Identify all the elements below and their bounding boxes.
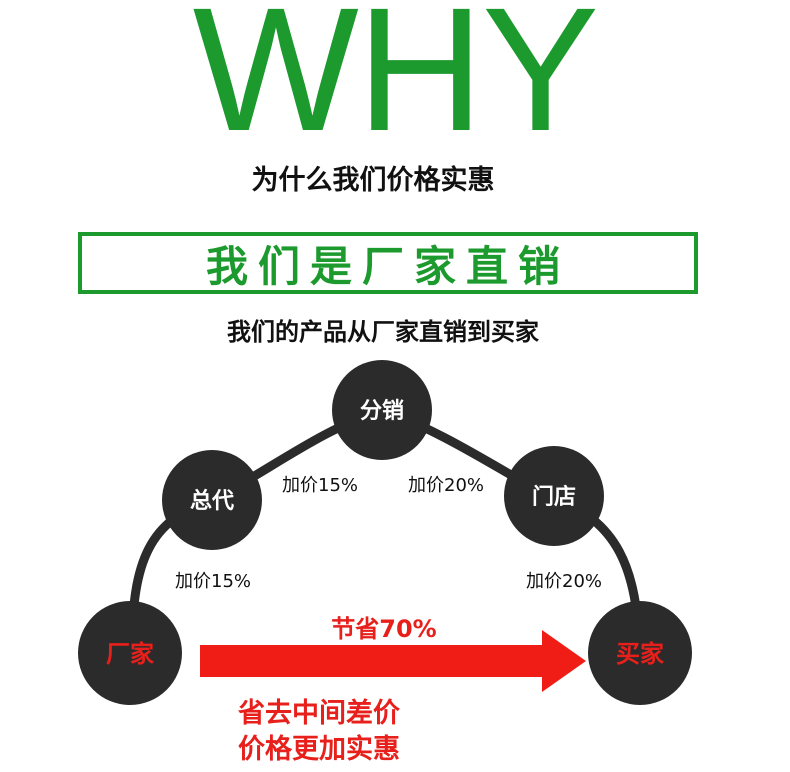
svg-text:总代: 总代 [190,488,234,514]
markup-distribution-store: 加价20% [408,475,484,496]
svg-text:分销: 分销 [360,399,404,424]
markup-factory-agent: 加价15% [175,571,251,592]
node-distribution: 分销 [332,360,432,460]
node-store: 门店 [504,446,604,546]
node-agent: 总代 [162,450,262,550]
banner-text: 我们是厂家直销 [205,241,570,291]
markup-agent-distribution: 加价15% [282,475,358,496]
svg-text:厂家: 厂家 [106,640,154,668]
subtitle: 为什么我们价格实惠 [251,165,495,196]
svg-text:买家: 买家 [616,640,664,668]
saving-arrow [200,630,586,692]
footer-line-1: 省去中间差价 [238,698,400,729]
footer-text: 省去中间差价 价格更加实惠 [238,696,558,768]
why-heading: WHY [192,0,600,168]
node-factory: 厂家 [78,601,182,705]
node-buyer: 买家 [588,601,692,705]
saving-label: 节省70% [331,615,436,643]
factory-direct-banner: 我们是厂家直销 [78,232,698,294]
footer-line-2: 价格更加实惠 [238,734,400,765]
markup-store-buyer: 加价20% [526,571,602,592]
svg-text:门店: 门店 [532,484,576,510]
description: 我们的产品从厂家直销到买家 [227,318,539,346]
